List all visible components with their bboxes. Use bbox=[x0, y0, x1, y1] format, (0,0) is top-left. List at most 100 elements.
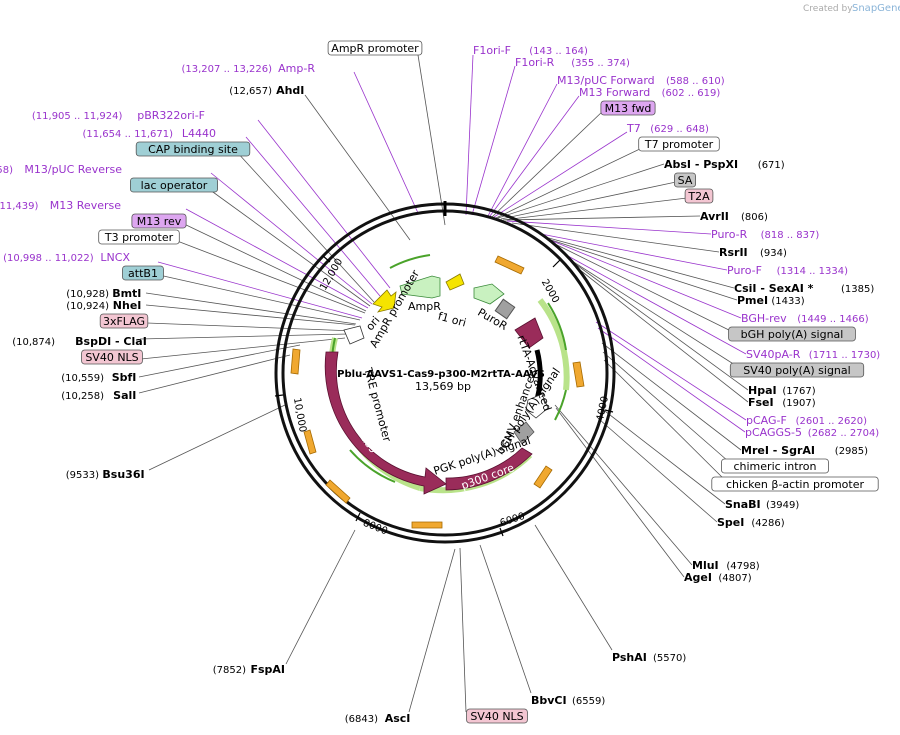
f1-ori-shape bbox=[445, 273, 465, 291]
leader-line bbox=[554, 404, 693, 566]
enzyme-name: SalI bbox=[113, 389, 136, 402]
feature-box bbox=[122, 265, 164, 281]
enzyme-name: AscI bbox=[385, 712, 411, 725]
label-chimeric-intron: chimeric intron bbox=[721, 458, 829, 474]
leader-line bbox=[304, 94, 411, 241]
label-lncx: LNCX(10,998 .. 11,022) bbox=[3, 251, 130, 264]
leader-line bbox=[158, 274, 361, 321]
primer-range: (143 .. 164) bbox=[529, 46, 588, 57]
leader-line bbox=[602, 351, 737, 469]
feature-box-text: bGH poly(A) signal bbox=[741, 328, 844, 341]
feature-box-text: attB1 bbox=[128, 267, 158, 280]
enzyme-name: RsrII bbox=[719, 246, 748, 259]
enzyme-position: (10,928) bbox=[66, 289, 109, 300]
label-avrii: AvrII(806) bbox=[700, 210, 768, 223]
leader-line bbox=[504, 215, 701, 221]
label-3xflag: 3xFLAG bbox=[99, 313, 149, 329]
enzyme-position: (1433) bbox=[771, 296, 804, 307]
label-csii-sexai-: CsiI - SexAI *(1385) bbox=[734, 282, 874, 295]
leader-line bbox=[245, 136, 381, 297]
enzyme-position: (3949) bbox=[766, 500, 799, 511]
rtta-shape bbox=[514, 317, 544, 349]
enzyme-position: (6843) bbox=[345, 714, 378, 725]
enzyme-position: (4798) bbox=[726, 561, 759, 572]
label-bmti: BmtI(10,928) bbox=[66, 287, 141, 300]
leader-line bbox=[257, 119, 391, 289]
feature-box bbox=[135, 141, 251, 157]
primer-name: LNCX bbox=[100, 251, 130, 264]
ampr-shape bbox=[399, 275, 441, 299]
feature-box bbox=[131, 213, 187, 229]
label-agei: AgeI(4807) bbox=[684, 571, 752, 584]
enzyme-name: AgeI bbox=[684, 571, 712, 584]
leader-line bbox=[465, 54, 474, 216]
primer-name: pBR322ori-F bbox=[137, 109, 205, 122]
tick-12000: 12,000 bbox=[318, 257, 345, 293]
label-mrei-sgrai: MreI - SgrAI (2985) bbox=[741, 444, 868, 457]
label-ampr-promoter: AmpR promoter bbox=[327, 40, 423, 56]
enzyme-name: MluI bbox=[692, 559, 719, 572]
leader-line bbox=[205, 186, 371, 307]
primer-range: (11,436 .. 11,458) bbox=[0, 165, 13, 176]
feature-box bbox=[729, 362, 865, 378]
primer-name: Puro-R bbox=[711, 228, 748, 241]
enzyme-position: (9533) bbox=[66, 470, 99, 481]
promoter-shape bbox=[525, 393, 549, 419]
primer-name: pCAGGS-5 bbox=[745, 426, 802, 439]
leader-line bbox=[417, 54, 446, 226]
label-f1ori-r: F1ori-R(355 .. 374) bbox=[515, 56, 630, 69]
leader-line bbox=[471, 65, 516, 216]
label-sv40pa-r: SV40pA-R(1711 .. 1730) bbox=[746, 348, 880, 361]
leader-line bbox=[493, 131, 628, 218]
label-bsu36i: Bsu36I(9533) bbox=[66, 468, 145, 481]
feature-box bbox=[711, 476, 879, 492]
label-bbvci: BbvCI(6559) bbox=[531, 694, 605, 707]
leader-line bbox=[547, 238, 738, 301]
feature-box bbox=[638, 136, 720, 152]
leader-line bbox=[544, 236, 735, 289]
leader-line bbox=[148, 404, 286, 471]
feature-box-text: T7 promoter bbox=[644, 138, 714, 151]
leader-line bbox=[595, 321, 747, 421]
snapgene-credit: Created by SnapGene bbox=[803, 3, 900, 14]
label-hpai: HpaI(1767) bbox=[748, 384, 816, 397]
feature-box-text: SV40 NLS bbox=[85, 351, 138, 364]
feature-box bbox=[600, 100, 656, 116]
primer-range: (818 .. 837) bbox=[761, 230, 820, 241]
feature-box bbox=[99, 313, 149, 329]
puror-shape bbox=[473, 283, 505, 305]
leader-line bbox=[181, 222, 367, 312]
enzyme-position: (12,657) bbox=[229, 86, 272, 97]
enzyme-name: MreI - SgrAI bbox=[741, 444, 815, 457]
enzyme-name: SpeI bbox=[717, 516, 744, 529]
primer-name: M13/pUC Forward bbox=[557, 74, 655, 87]
label-t7-promoter: T7 promoter bbox=[638, 136, 720, 152]
label-bgh-poly-a-signal: bGH poly(A) signal bbox=[728, 326, 856, 342]
enzyme-position: (2985) bbox=[835, 446, 868, 457]
cas9-shape bbox=[324, 351, 447, 495]
label-nhei: NheI(10,924) bbox=[66, 299, 141, 312]
feature-box-text: SA bbox=[678, 174, 693, 187]
primer-range: (13,207 .. 13,226) bbox=[182, 64, 273, 75]
feature-box-text: lac operator bbox=[141, 179, 208, 192]
tick-4000: 4000 bbox=[595, 395, 611, 422]
primer-range: (11,423 .. 11,439) bbox=[0, 201, 38, 212]
tick-8000: 8000 bbox=[361, 518, 389, 538]
label-pshai: PshAI(5570) bbox=[612, 651, 686, 664]
feature-box bbox=[98, 229, 180, 245]
label-f1-ori: f1 ori bbox=[437, 310, 468, 330]
label-sbfi: SbfI(10,559) bbox=[61, 371, 136, 384]
primer-range: (629 .. 648) bbox=[650, 124, 709, 135]
enzyme-name: CsiI - SexAI * bbox=[734, 282, 814, 295]
leader-line bbox=[140, 337, 346, 360]
primer-name: SV40pA-R bbox=[746, 348, 801, 361]
label-f1ori-f: F1ori-F(143 .. 164) bbox=[473, 44, 588, 57]
feature-box-text: chimeric intron bbox=[733, 460, 816, 473]
orf-arrows bbox=[331, 254, 567, 483]
label-puro-r: Puro-R (818 .. 837) bbox=[711, 228, 819, 241]
enzyme-name: AbsI - PspXI bbox=[664, 158, 738, 171]
enzyme-position: (6559) bbox=[572, 696, 605, 707]
label-sv40-poly-a-signal: SV40 poly(A) signal bbox=[729, 362, 865, 378]
label-sali: SalI(10,258) bbox=[61, 389, 136, 402]
label-ahdi: AhdI(12,657) bbox=[229, 84, 304, 97]
